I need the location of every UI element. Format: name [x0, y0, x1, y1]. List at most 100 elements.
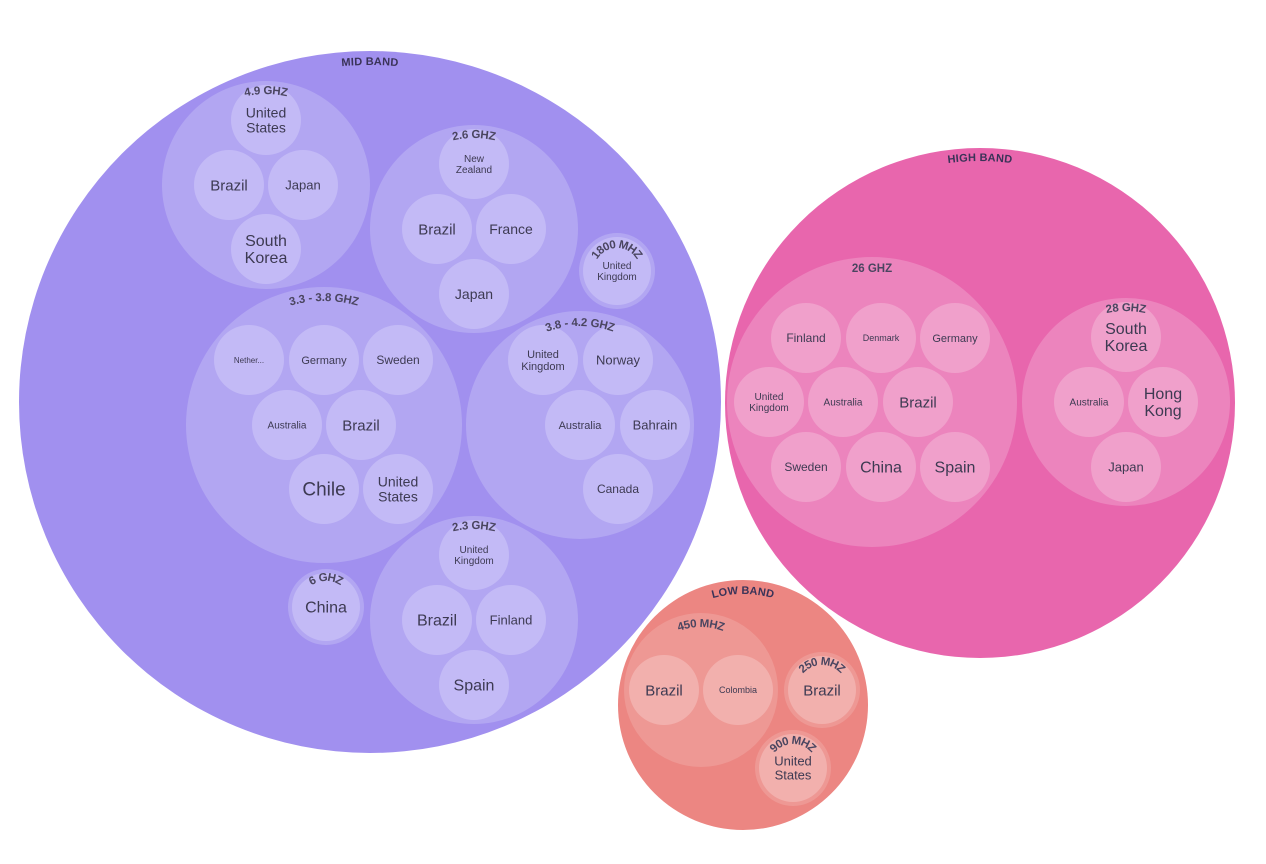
group-circle-4-9-ghz	[162, 81, 370, 289]
leaf-circle	[268, 150, 338, 220]
leaf-label: Finland	[786, 331, 825, 345]
leaf-japan: Japan	[1091, 432, 1161, 502]
leaf-brazil: Brazil	[788, 656, 856, 724]
leaf-label: Brazil	[645, 682, 683, 699]
leaf-label: Denmark	[863, 333, 900, 343]
leaf-chile: Chile	[289, 454, 359, 524]
group-label: 1800 MHZ	[590, 239, 645, 262]
leaf-circle	[629, 655, 699, 725]
group-circle-2-6-ghz	[370, 125, 578, 333]
group-label: 4.9 GHZ	[243, 85, 288, 99]
leaf-brazil: Brazil	[402, 585, 472, 655]
group-label: 6 GHZ	[307, 572, 345, 588]
group-label: 2.3 GHZ	[451, 520, 496, 534]
leaf-denmark: Denmark	[846, 303, 916, 373]
leaf-sweden: Sweden	[771, 432, 841, 502]
leaf-label: Brazil	[417, 613, 457, 630]
leaf-circle	[1054, 367, 1124, 437]
leaf-label: Norway	[596, 353, 641, 368]
leaf-circle	[439, 259, 509, 329]
group-label: 28 GHZ	[1105, 302, 1147, 316]
leaf-australia: Australia	[808, 367, 878, 437]
leaf-circle	[1091, 302, 1161, 372]
leaf-label: France	[489, 221, 533, 237]
leaf-label: Spain	[454, 678, 495, 695]
leaf-label: Bahrain	[633, 418, 678, 433]
leaf-germany: Germany	[920, 303, 990, 373]
leaf-label: Japan	[1108, 460, 1143, 475]
leaf-circle	[920, 303, 990, 373]
leaf-label: Germany	[932, 333, 978, 345]
leaf-label: Australia	[559, 420, 603, 432]
leaf-label: China	[860, 460, 902, 477]
leaf-japan: Japan	[268, 150, 338, 220]
leaf-label: Spain	[935, 460, 976, 477]
leaf-label: Australia	[268, 421, 307, 432]
leaf-label: Brazil	[210, 177, 248, 194]
group-label: 3.3 - 3.8 GHZ	[288, 292, 360, 309]
band-label: MID BAND	[341, 56, 399, 69]
leaf-circle	[1091, 432, 1161, 502]
leaf-circle	[583, 454, 653, 524]
leaf-brazil: Brazil	[194, 150, 264, 220]
leaf-colombia: Colombia	[703, 655, 773, 725]
leaf-label: Brazil	[418, 221, 456, 238]
leaf-label: Brazil	[803, 682, 841, 699]
leaf-label: Colombia	[719, 685, 757, 695]
group-circle-2-3-ghz	[370, 516, 578, 724]
leaf-circle	[846, 303, 916, 373]
leaf-circle	[231, 214, 301, 284]
leaf-brazil: Brazil	[629, 655, 699, 725]
group-label: 3.8 - 4.2 GHZ	[544, 317, 616, 335]
leaf-china: China	[846, 432, 916, 502]
leaf-circle	[883, 367, 953, 437]
band-label: LOW BAND	[710, 585, 775, 601]
leaf-label: Finland	[490, 613, 533, 628]
leaf-brazil: Brazil	[326, 390, 396, 460]
leaf-circle	[545, 390, 615, 460]
leaf-australia: Australia	[545, 390, 615, 460]
leaf-circle	[476, 194, 546, 264]
leaf-spain: Spain	[920, 432, 990, 502]
leaf-circle	[846, 432, 916, 502]
leaf-label: Germany	[301, 355, 347, 367]
leaf-circle	[439, 650, 509, 720]
leaf-circle	[476, 585, 546, 655]
leaf-circle	[231, 85, 301, 155]
group-circle-450-mhz	[624, 613, 778, 767]
leaf-spain: Spain	[439, 650, 509, 720]
leaf-label: Canada	[597, 482, 639, 496]
leaf-circle	[759, 734, 827, 802]
leaf-label: Australia	[824, 398, 863, 409]
leaf-label: Brazil	[342, 417, 380, 434]
leaf-circle	[620, 390, 690, 460]
leaf-circle	[439, 520, 509, 590]
leaf-circle	[363, 454, 433, 524]
